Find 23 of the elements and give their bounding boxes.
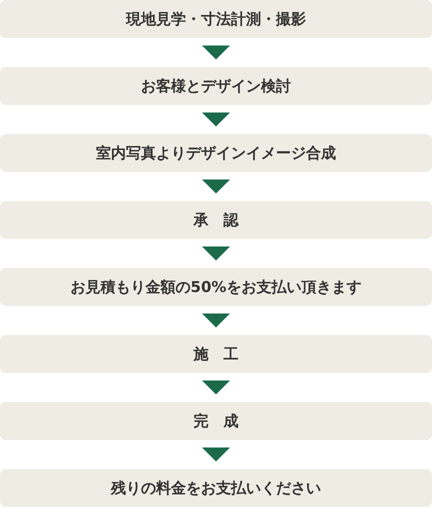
step-box — [0, 67, 432, 105]
step-box — [0, 201, 432, 239]
step-label: お客様とデザイン検討 — [141, 76, 291, 96]
step-label: 施 工 — [194, 344, 238, 364]
down-arrow — [202, 246, 230, 260]
down-arrow — [202, 112, 230, 126]
down-arrow — [202, 380, 230, 394]
step-box — [0, 335, 432, 373]
step-box — [0, 402, 432, 440]
down-arrow — [202, 314, 230, 328]
down-arrow — [202, 180, 230, 194]
step-box — [0, 469, 432, 507]
down-arrow — [202, 448, 230, 462]
step-box — [0, 0, 432, 38]
step-label: 室内写真よりデザインイメージ合成 — [96, 144, 336, 162]
step-box — [0, 134, 432, 172]
step-label: 現地見学・寸法計測・撮影 — [126, 10, 306, 28]
step-label: 完 成 — [194, 412, 238, 430]
down-arrow — [202, 46, 230, 60]
step-label: お見積もり金額の50%をお支払い頂きます — [70, 278, 362, 296]
step-label: 残りの料金をお支払いください — [111, 478, 321, 498]
step-box — [0, 268, 432, 306]
step-label: 承 認 — [194, 210, 238, 230]
